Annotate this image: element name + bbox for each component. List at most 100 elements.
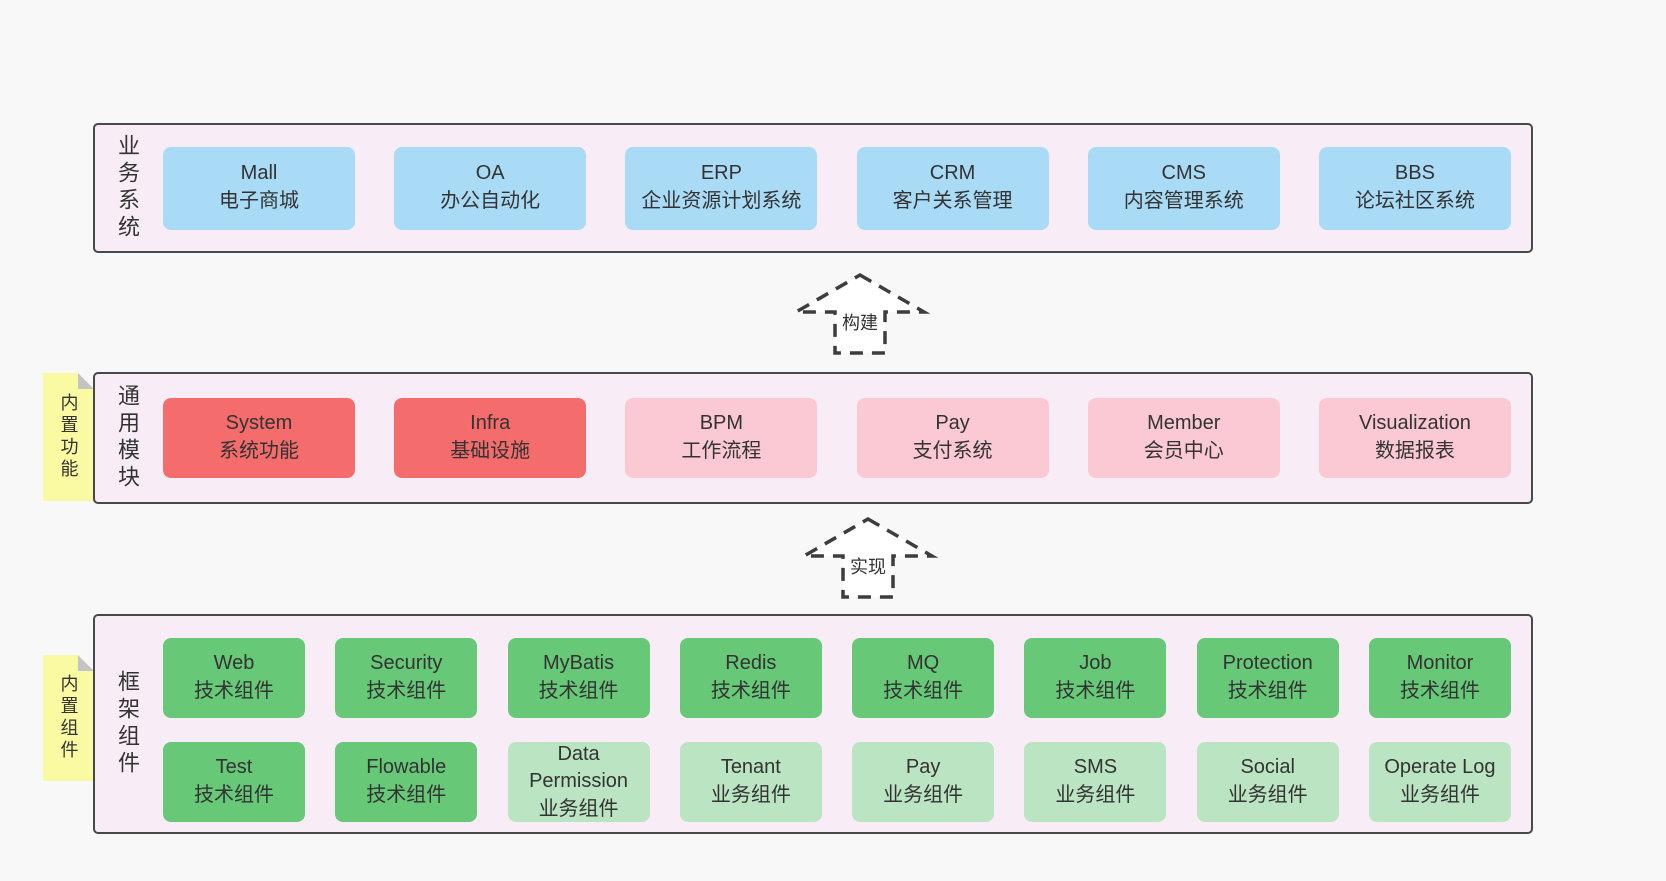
box-subtitle: 企业资源计划系统: [641, 190, 802, 212]
box-oa: OA 办公自动化: [394, 146, 587, 230]
box-flowable: Flowable 技术组件: [335, 742, 478, 822]
box-subtitle: 业务组件: [1399, 784, 1480, 806]
box-title: Data Permission: [529, 742, 629, 793]
box-subtitle: 业务组件: [710, 784, 791, 806]
box-subtitle: 系统功能: [219, 440, 299, 462]
box-title: BPM: [699, 412, 744, 435]
box-subtitle: 数据报表: [1374, 440, 1455, 462]
folded-corner-icon: [78, 373, 94, 389]
box-title: Test: [215, 756, 253, 779]
sticky-note-built-in-features: 内置功能: [43, 373, 94, 501]
box-title: Visualization: [1358, 412, 1471, 435]
box-pay-component: Pay 业务组件: [852, 742, 995, 822]
box-member: Member 会员中心: [1087, 398, 1280, 478]
box-security: Security 技术组件: [335, 638, 478, 718]
box-protection: Protection 技术组件: [1196, 638, 1339, 718]
box-title: Social: [1240, 756, 1295, 779]
box-pay-module: Pay 支付系统: [856, 398, 1049, 478]
box-subtitle: 内容管理系统: [1123, 190, 1244, 212]
box-redis: Redis 技术组件: [679, 638, 822, 718]
folded-corner-icon: [78, 655, 94, 671]
box-title: SMS: [1073, 756, 1118, 779]
box-subtitle: 办公自动化: [440, 190, 541, 212]
box-subtitle: 业务组件: [883, 784, 964, 806]
layer-business-systems: 业务系统 Mall 电子商城 OA 办公自动化 ERP 企业资源计划系统 CRM…: [93, 123, 1533, 253]
box-subtitle: 技术组件: [538, 680, 619, 702]
box-title: Redis: [725, 652, 777, 675]
box-job: Job 技术组件: [1024, 638, 1167, 718]
box-title: Flowable: [366, 756, 447, 779]
box-operate-log: Operate Log 业务组件: [1368, 742, 1511, 822]
box-crm: CRM 客户关系管理: [856, 146, 1049, 230]
box-cms: CMS 内容管理系统: [1087, 146, 1280, 230]
box-title: MyBatis: [543, 652, 615, 675]
box-title: Monitor: [1406, 652, 1474, 675]
box-tenant: Tenant 业务组件: [679, 742, 822, 822]
box-title: CMS: [1161, 162, 1206, 185]
box-title: Pay: [905, 756, 941, 779]
box-subtitle: 技术组件: [1227, 680, 1308, 702]
box-infra: Infra 基础设施: [394, 398, 587, 478]
box-subtitle: 业务组件: [1055, 784, 1136, 806]
box-title: Security: [370, 652, 443, 675]
box-test: Test 技术组件: [163, 742, 305, 822]
box-data-permission: Data Permission 业务组件: [507, 742, 650, 822]
box-subtitle: 电子商城: [219, 190, 299, 212]
box-title: Mall: [240, 162, 278, 185]
box-erp: ERP 企业资源计划系统: [625, 146, 818, 230]
boxes-row: System 系统功能 Infra 基础设施 BPM 工作流程 Pay 支付系统…: [163, 398, 1511, 478]
box-subtitle: 客户关系管理: [892, 190, 1013, 212]
boxes-area: Web 技术组件 Security 技术组件 MyBatis 技术组件 Redi…: [149, 616, 1531, 832]
box-subtitle: 技术组件: [883, 680, 964, 702]
box-subtitle: 技术组件: [194, 680, 274, 702]
box-title: Operate Log: [1384, 756, 1496, 779]
box-subtitle: 工作流程: [681, 440, 762, 462]
box-bbs: BBS 论坛社区系统: [1318, 146, 1511, 230]
box-subtitle: 业务组件: [1227, 784, 1308, 806]
layer-framework-components: 框架组件 Web 技术组件 Security 技术组件 MyBatis 技术组件…: [93, 614, 1533, 834]
box-monitor: Monitor 技术组件: [1368, 638, 1511, 718]
box-mybatis: MyBatis 技术组件: [507, 638, 650, 718]
box-title: Web: [213, 652, 255, 675]
box-subtitle: 基础设施: [450, 440, 531, 462]
box-subtitle: 会员中心: [1143, 440, 1224, 462]
arrow-implement: 实现: [798, 516, 938, 600]
box-mq: MQ 技术组件: [852, 638, 995, 718]
box-title: BBS: [1394, 162, 1435, 185]
arrow-label: 构建: [839, 309, 881, 335]
box-title: System: [225, 412, 293, 435]
arrow-build: 构建: [790, 272, 930, 356]
box-title: MQ: [907, 652, 940, 675]
box-social: Social 业务组件: [1196, 742, 1339, 822]
box-subtitle: 业务组件: [538, 797, 619, 820]
layer-title: 框架组件: [115, 670, 140, 778]
note-label: 内置功能: [58, 393, 79, 481]
boxes-row-tech: Web 技术组件 Security 技术组件 MyBatis 技术组件 Redi…: [163, 638, 1511, 718]
box-system: System 系统功能: [163, 398, 355, 478]
layer-title: 业务系统: [115, 134, 140, 242]
box-title: ERP: [700, 162, 742, 185]
box-title: Member: [1147, 412, 1221, 435]
box-subtitle: 技术组件: [366, 680, 447, 702]
box-visualization: Visualization 数据报表: [1318, 398, 1511, 478]
box-subtitle: 技术组件: [1399, 680, 1480, 702]
box-title: Tenant: [720, 756, 781, 779]
boxes-row: Mall 电子商城 OA 办公自动化 ERP 企业资源计划系统 CRM 客户关系…: [163, 146, 1511, 230]
box-web: Web 技术组件: [163, 638, 305, 718]
box-sms: SMS 业务组件: [1024, 742, 1167, 822]
box-title: Pay: [935, 412, 970, 435]
box-title: OA: [475, 162, 505, 185]
box-subtitle: 技术组件: [366, 784, 447, 806]
box-mall: Mall 电子商城: [163, 146, 355, 230]
boxes-area: Mall 电子商城 OA 办公自动化 ERP 企业资源计划系统 CRM 客户关系…: [149, 125, 1531, 251]
box-subtitle: 支付系统: [912, 440, 993, 462]
box-bpm: BPM 工作流程: [625, 398, 818, 478]
box-subtitle: 技术组件: [194, 784, 274, 806]
box-title: Job: [1079, 652, 1112, 675]
boxes-row-business: Test 技术组件 Flowable 技术组件 Data Permission …: [163, 742, 1511, 822]
layer-title: 通用模块: [115, 384, 140, 492]
boxes-area: System 系统功能 Infra 基础设施 BPM 工作流程 Pay 支付系统…: [149, 374, 1531, 502]
box-subtitle: 技术组件: [710, 680, 791, 702]
arrow-label: 实现: [847, 553, 889, 579]
